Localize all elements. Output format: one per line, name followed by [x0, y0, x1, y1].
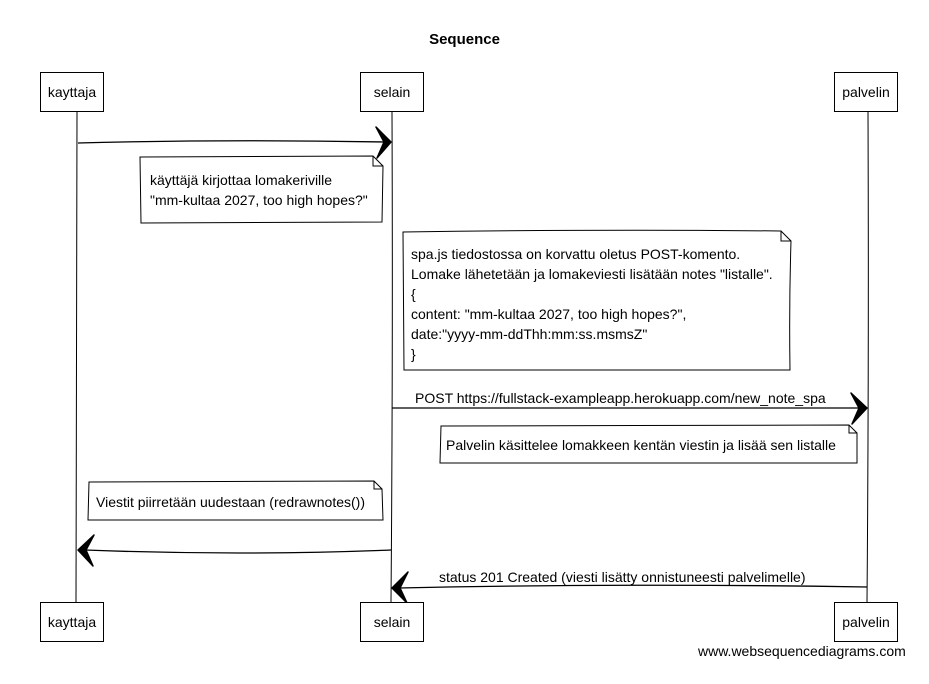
note-1-shape [139, 155, 384, 224]
lifeline-selain [390, 111, 393, 603]
arrowhead-3 [77, 534, 95, 567]
note-4-text: Viestit piirretään uudestaan (redrawnote… [96, 494, 365, 510]
arrowhead-2 [850, 392, 868, 425]
watermark-link[interactable]: www.websequencediagrams.com [698, 643, 906, 659]
diagram-title: Sequence [429, 31, 500, 48]
participant-selain-bottom: selain [360, 602, 424, 642]
message-label-2: POST https://fullstack-exampleapp.heroku… [415, 390, 826, 406]
participant-palvelin-top: palvelin [834, 72, 898, 112]
message-arrow-2 [391, 407, 860, 410]
note-2-shape [402, 229, 792, 371]
lifeline-palvelin [866, 111, 869, 603]
note-1-text: käyttäjä kirjottaa lomakeriville"mm-kult… [150, 172, 368, 208]
note-2-text: spa.js tiedostossa on korvattu oletus PO… [411, 246, 773, 362]
message-label-4: status 201 Created (viesti lisätty onnis… [439, 569, 806, 585]
participant-kayttaja-top: kayttaja [40, 72, 104, 112]
note-3-shape [439, 424, 858, 464]
note-3-text: Palvelin käsittelee lomakkeen kentän vie… [446, 437, 836, 453]
note-4-shape [87, 480, 384, 521]
message-arrow-1 [77, 140, 385, 144]
participant-selain-top: selain [360, 72, 424, 112]
arrowhead-1 [375, 126, 392, 159]
participant-kayttaja-bottom: kayttaja [40, 602, 104, 642]
message-arrow-3 [84, 549, 392, 554]
lifeline-kayttaja [75, 111, 78, 603]
message-arrow-4 [398, 584, 868, 589]
participant-palvelin-bottom: palvelin [834, 602, 898, 642]
